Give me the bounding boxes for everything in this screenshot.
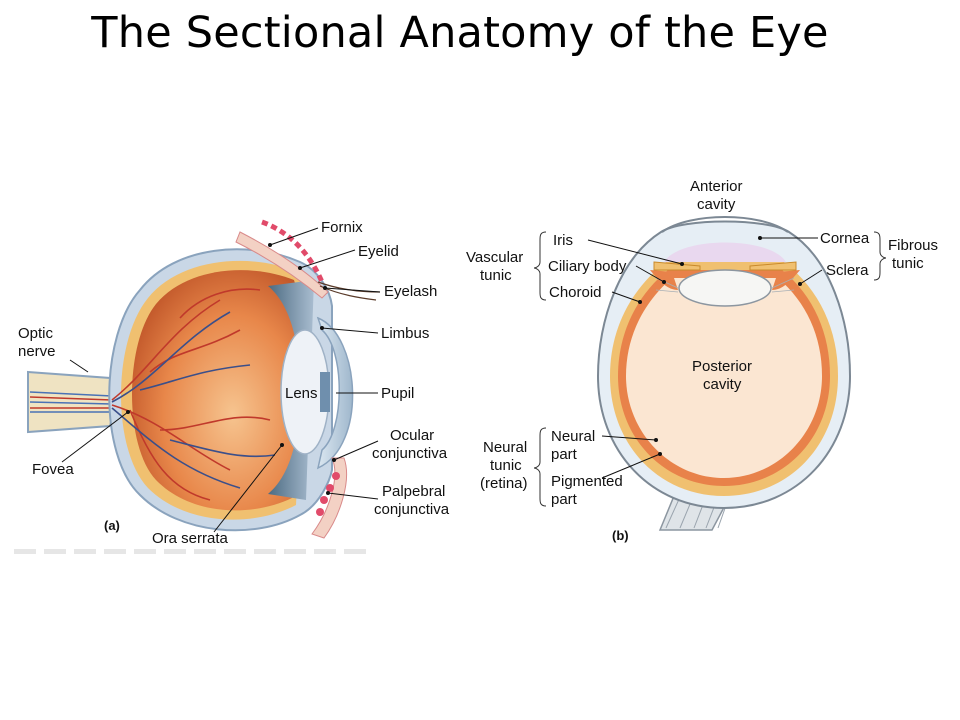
panel-a-letter: (a) — [104, 518, 120, 533]
label-anterior-cavity-1: Anterior — [690, 178, 743, 195]
optic-nerve — [27, 370, 115, 434]
lens-b — [678, 269, 772, 307]
label-eyelash: Eyelash — [384, 283, 437, 300]
iris-b — [653, 261, 701, 271]
posterior-cavity — [626, 278, 822, 478]
page-title: The Sectional Anatomy of the Eye — [91, 8, 829, 58]
faded-credit-line — [14, 549, 374, 554]
label-optic-nerve-1: Optic — [18, 325, 54, 342]
panel-a-illustration: Fornix Eyelid Eyelash Limbus Pupil Lens … — [18, 219, 450, 547]
label-ora-serrata: Ora serrata — [152, 530, 229, 547]
label-limbus: Limbus — [381, 325, 429, 342]
label-neural-part-1: Neural — [551, 428, 595, 445]
retinal-vessels — [111, 288, 276, 501]
label-vascular-tunic-2: tunic — [480, 267, 512, 284]
label-neural-part-2: part — [551, 446, 578, 463]
label-pupil: Pupil — [381, 385, 414, 402]
panel-b-illustration: Anterior cavity Cornea Sclera Fibrous tu… — [466, 178, 938, 543]
label-posterior-cavity-2: cavity — [703, 376, 742, 393]
label-sclera: Sclera — [826, 262, 869, 279]
cornea-a — [316, 316, 354, 470]
label-palpebral-conjunctiva-1: Palpebral — [382, 483, 445, 500]
label-cornea: Cornea — [820, 230, 870, 247]
panel-b-letter: (b) — [612, 528, 629, 543]
lower-eyelid — [311, 457, 348, 539]
label-fornix: Fornix — [321, 219, 363, 236]
label-posterior-cavity-1: Posterior — [692, 358, 752, 375]
label-fovea: Fovea — [32, 461, 74, 478]
label-fibrous-tunic-1: Fibrous — [888, 237, 938, 254]
label-palpebral-conjunctiva-2: conjunctiva — [374, 501, 450, 518]
label-lens: Lens — [285, 385, 318, 402]
label-neural-tunic-2: tunic — [490, 457, 522, 474]
label-choroid: Choroid — [549, 284, 602, 301]
label-neural-tunic-3: (retina) — [480, 475, 528, 492]
label-fibrous-tunic-2: tunic — [892, 255, 924, 272]
retina-interior — [132, 270, 300, 511]
anterior-cavity — [664, 242, 786, 262]
label-pigmented-part-2: part — [551, 491, 578, 508]
label-anterior-cavity-2: cavity — [697, 196, 736, 213]
label-eyelid: Eyelid — [358, 243, 399, 260]
label-ciliary-body: Ciliary body — [548, 258, 627, 275]
label-neural-tunic-1: Neural — [483, 439, 527, 456]
label-optic-nerve-2: nerve — [18, 343, 56, 360]
label-ocular-conjunctiva-2: conjunctiva — [372, 445, 448, 462]
label-iris: Iris — [553, 232, 573, 249]
label-ocular-conjunctiva-1: Ocular — [390, 427, 434, 444]
label-pigmented-part-1: Pigmented — [551, 473, 623, 490]
label-vascular-tunic-1: Vascular — [466, 249, 523, 266]
